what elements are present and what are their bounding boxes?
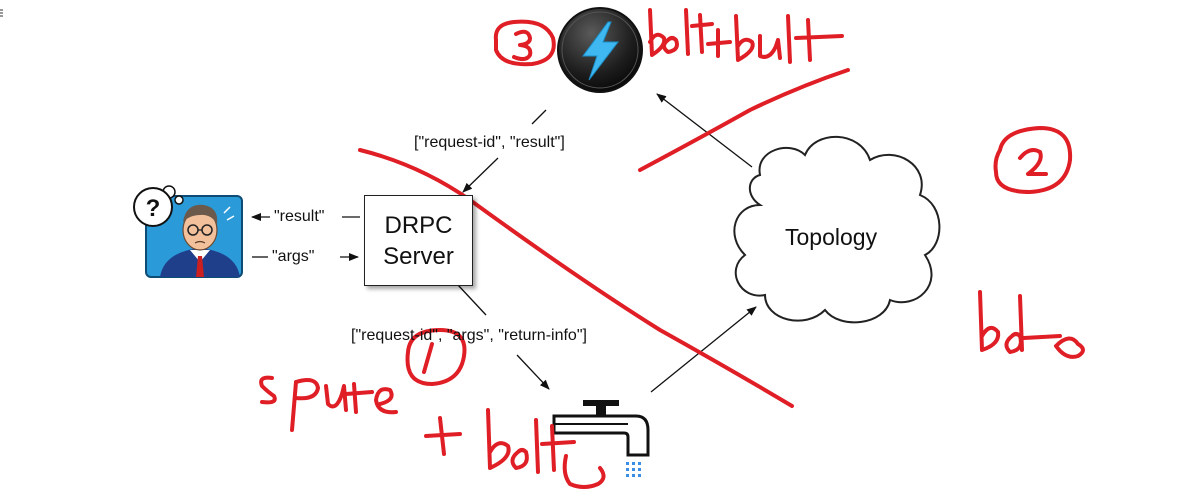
annotation-strike-line [358, 148, 794, 408]
lightning-bolt-icon [557, 7, 643, 93]
annotation-circled-1 [405, 328, 467, 386]
server-label-line1: DRPC [384, 211, 453, 239]
annotation-circled-2 [993, 126, 1073, 194]
arrow-spout-to-topology [650, 306, 757, 393]
annotation-bolt-plus-bolt [648, 8, 844, 64]
annotation-circled-3 [493, 19, 556, 67]
arrow-bolt-to-server [462, 109, 547, 193]
edge-label-args: "args" [272, 248, 315, 265]
edge-label-request-id-result: ["request-id", "result"] [414, 134, 565, 151]
water-faucet-icon [552, 400, 650, 477]
edge-label-result: "result" [274, 208, 325, 225]
edge-label-request-id-args-return-info: ["request-id", "args", "return-info"] [351, 327, 587, 344]
confused-man-icon: ? [133, 185, 243, 278]
annotation-strike-top [638, 68, 850, 172]
annotation-spout-plus-bolt [259, 375, 606, 489]
topology-cloud [733, 135, 941, 324]
server-label-line2: Server [383, 242, 454, 270]
svg-text:?: ? [146, 195, 161, 222]
drpc-server-node: DRPC Server [364, 195, 473, 286]
annotation-bolt-right [978, 290, 1085, 359]
arrow-topology-to-bolt [656, 93, 753, 168]
topology-label: Topology [785, 224, 878, 250]
margin-marker [0, 9, 3, 17]
arrow-server-to-spout [457, 284, 550, 390]
